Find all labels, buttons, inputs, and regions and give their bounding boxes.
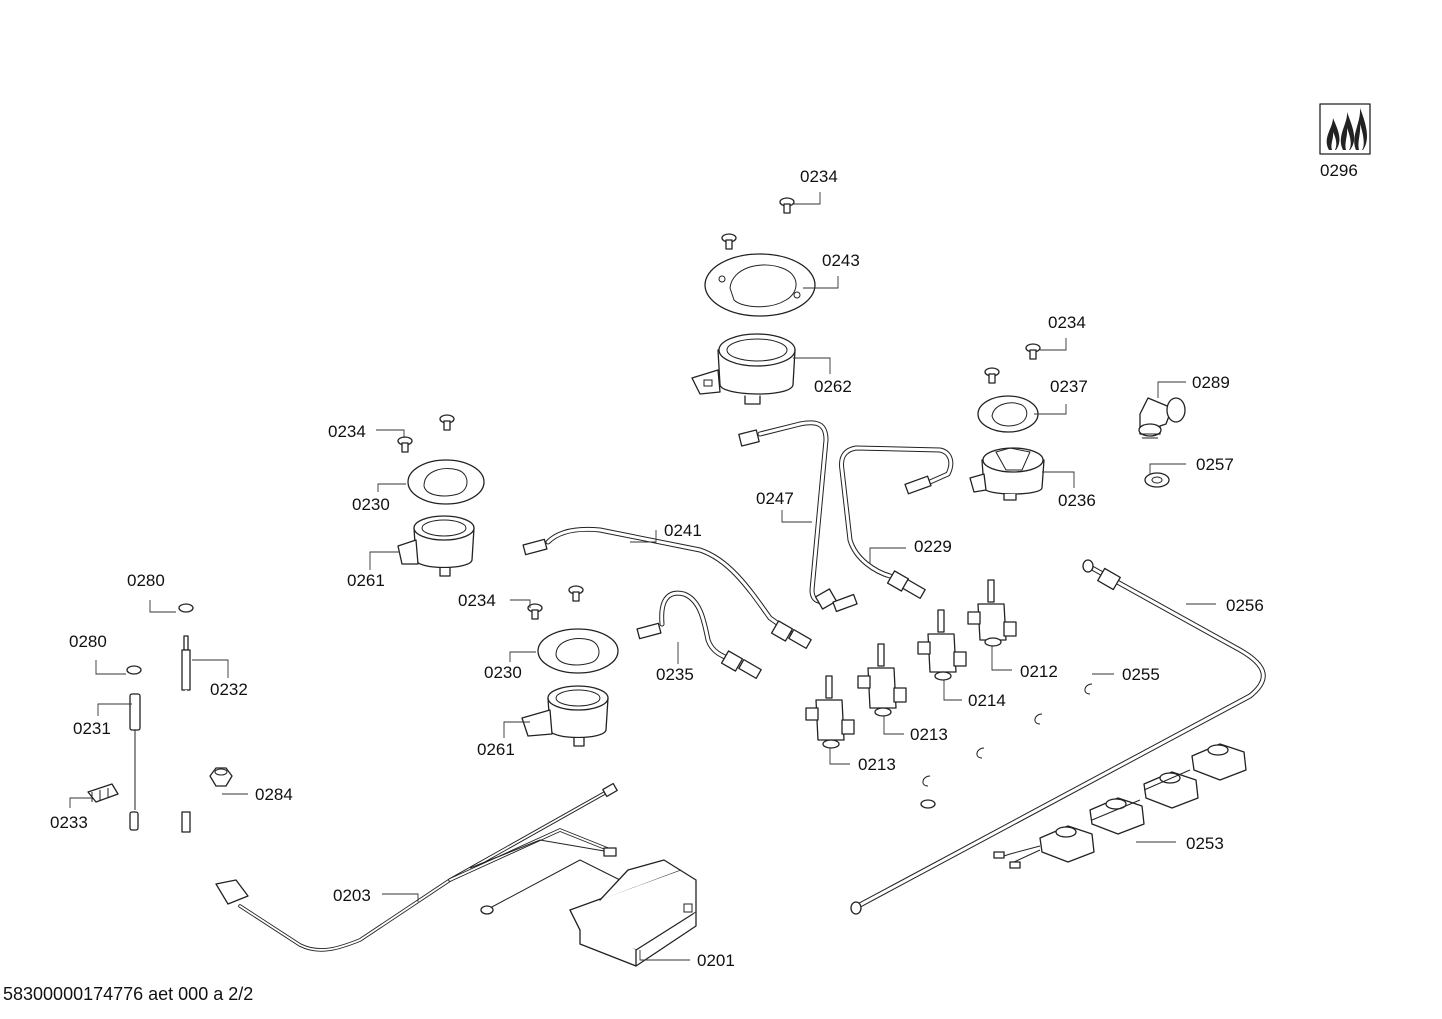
gas-pipe-0235 [636,590,762,679]
gas-pipe-0247 [738,420,858,613]
gas-valve-0213-upper-icon [857,643,907,717]
label-0234-top: 0234 [800,167,838,186]
label-0280-upper: 0280 [127,571,165,590]
label-0230-left: 0230 [352,495,390,514]
screw-top-left-icon [721,233,737,250]
label-0280-lower: 0280 [69,632,107,651]
gas-pipe-0256 [850,559,1266,915]
clips-0255-icon [920,683,1093,809]
label-0262: 0262 [814,377,852,396]
label-0213-lower: 0213 [858,755,896,774]
label-0213-upper: 0213 [910,725,948,744]
label-0241: 0241 [664,521,702,540]
label-0296: 0296 [1320,161,1358,180]
label-0243: 0243 [822,251,860,270]
ignition-switch-1-icon [1191,743,1247,781]
gas-pipe-0241 [522,526,812,649]
gas-valve-0214-icon [917,609,967,681]
label-0212: 0212 [1020,662,1058,681]
thermocouple-0232-icon [181,635,191,833]
screw-mid-burner-b-icon [527,603,543,620]
label-0289: 0289 [1192,373,1230,392]
gas-valve-0212-icon [967,579,1017,647]
ignition-switch-4-icon [1039,825,1095,863]
washer-0257-icon [1144,472,1170,488]
burner-base-0236-icon [969,447,1045,501]
label-0247: 0247 [756,489,794,508]
label-0234-right: 0234 [1048,313,1086,332]
ignition-switches-0253 [993,743,1247,869]
clip-0233-icon [87,783,119,803]
gasket-0230-mid-icon [537,628,619,674]
label-0257: 0257 [1196,455,1234,474]
label-0229: 0229 [914,537,952,556]
wiring-harness-0203 [215,782,621,952]
screw-right-burner-a-icon [1025,343,1041,360]
ignition-switch-2-icon [1143,771,1199,809]
leader-lines [69,192,1216,961]
label-0253: 0253 [1186,834,1224,853]
burner-base-0261-left-icon [397,515,475,577]
label-0234-left: 0234 [328,422,366,441]
label-0232: 0232 [210,680,248,699]
washer-0280-upper-icon [178,603,194,613]
gas-valve-0213-lower-icon [805,675,855,749]
label-0237: 0237 [1050,377,1088,396]
label-0261-mid: 0261 [477,740,515,759]
nut-0284-icon [209,767,233,787]
gas-pipe-0229 [839,445,954,599]
document-reference-footer: 58300000174776 aet 000 a 2/2 [3,984,253,1004]
gasket-0230-left-icon [407,459,485,505]
screw-left-burner-b-icon [397,436,413,453]
gas-flame-symbol-icon [1319,103,1371,155]
label-0201: 0201 [697,951,735,970]
spark-generator-0201-icon [569,859,697,967]
label-0233: 0233 [50,813,88,832]
ignition-switch-3-icon [1089,797,1145,835]
label-0203: 0203 [333,886,371,905]
label-0284: 0284 [255,785,293,804]
screw-left-burner-a-icon [439,414,455,431]
screw-right-burner-b-icon [984,367,1000,384]
burner-base-0262-icon [691,333,796,405]
screw-mid-burner-a-icon [568,585,584,602]
ignition-electrode-0231-icon [129,693,141,831]
label-0255: 0255 [1122,665,1160,684]
gasket-0237-icon [977,395,1039,433]
label-0231: 0231 [73,719,111,738]
screw-top-right-icon [779,197,795,214]
elbow-fitting-0289-icon [1138,397,1186,439]
label-0236: 0236 [1058,491,1096,510]
gasket-0243-icon [704,253,816,317]
burner-base-0261-mid-icon [521,685,609,747]
label-0214: 0214 [968,691,1006,710]
label-0230-mid: 0230 [484,663,522,682]
label-0235: 0235 [656,665,694,684]
washer-0280-lower-icon [126,665,142,675]
label-0234-mid: 0234 [458,591,496,610]
label-0261-left: 0261 [347,571,385,590]
label-0256: 0256 [1226,596,1264,615]
